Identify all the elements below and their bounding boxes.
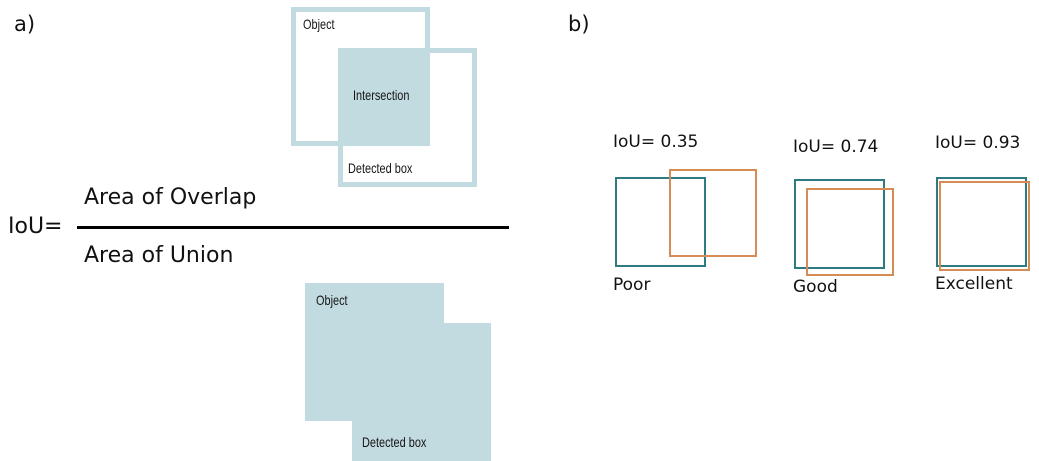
panel-b-label: b) <box>568 12 590 36</box>
detected-box <box>338 48 477 187</box>
predicted-box <box>939 181 1030 271</box>
quality-label: Good <box>793 277 838 297</box>
formula-lhs: IoU= <box>8 214 63 239</box>
ground-truth-box <box>615 177 706 267</box>
detected-box-label: Detected box <box>348 160 413 176</box>
formula-numerator: Area of Overlap <box>84 185 257 210</box>
iou-value-label: IoU= 0.74 <box>793 137 879 157</box>
formula-denominator: Area of Union <box>84 243 234 268</box>
ground-truth-box <box>794 179 885 269</box>
iou-value-label: IoU= 0.93 <box>935 133 1021 153</box>
panel-a-label: a) <box>14 12 36 36</box>
predicted-box <box>806 188 894 276</box>
fraction-line <box>77 226 509 229</box>
object-label: Object <box>303 16 335 32</box>
intersection-region <box>338 48 430 146</box>
ground-truth-box <box>936 177 1027 267</box>
quality-label: Excellent <box>935 274 1013 294</box>
intersection-label: Intersection <box>353 87 410 103</box>
union-object-label: Object <box>316 292 348 308</box>
union-detected-region <box>352 323 491 461</box>
quality-label: Poor <box>613 275 651 295</box>
iou-value-label: IoU= 0.35 <box>613 132 699 152</box>
object-box <box>291 7 430 146</box>
union-detected-label: Detected box <box>362 434 427 450</box>
predicted-box <box>669 169 757 257</box>
